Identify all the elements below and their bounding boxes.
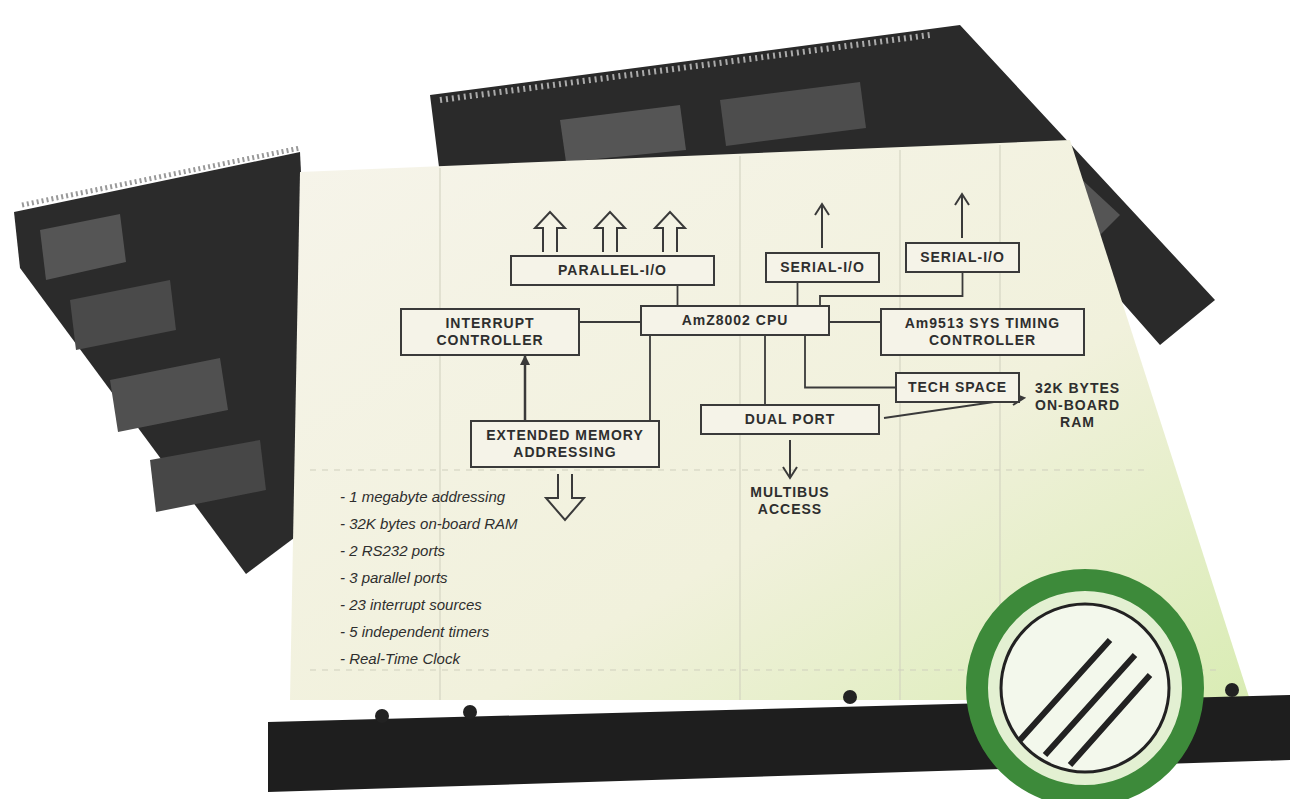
spec-item: - Real-Time Clock bbox=[340, 650, 460, 668]
block-box: SERIAL-I/O bbox=[765, 252, 880, 283]
note-label: MULTIBUS ACCESS bbox=[725, 484, 855, 518]
note-label: 32K BYTES ON-BOARD RAM bbox=[1030, 380, 1125, 431]
box-label: Am9513 SYS TIMING CONTROLLER bbox=[888, 315, 1077, 349]
bus-line bbox=[797, 283, 799, 305]
block-box: SERIAL-I/O bbox=[905, 242, 1020, 273]
bus-line bbox=[830, 321, 880, 323]
block-box: Am9513 SYS TIMING CONTROLLER bbox=[880, 308, 1085, 356]
bus-line bbox=[649, 336, 651, 420]
box-label: SERIAL-I/O bbox=[773, 259, 872, 276]
box-label: AmZ8002 CPU bbox=[648, 312, 822, 329]
bus-line bbox=[524, 356, 527, 420]
box-label: SERIAL-I/O bbox=[913, 249, 1012, 266]
block-box: AmZ8002 CPU bbox=[640, 305, 830, 336]
io-arrows bbox=[535, 194, 1024, 520]
seal-emblem bbox=[977, 580, 1193, 796]
spec-item: - 2 RS232 ports bbox=[340, 542, 445, 560]
block-box: EXTENDED MEMORY ADDRESSING bbox=[470, 420, 660, 468]
box-label: INTERRUPT CONTROLLER bbox=[408, 315, 572, 349]
box-label: TECH SPACE bbox=[903, 379, 1012, 396]
box-label: PARALLEL-I/O bbox=[518, 262, 707, 279]
bus-line bbox=[580, 321, 640, 323]
spec-item: - 5 independent timers bbox=[340, 623, 489, 641]
bus-line bbox=[764, 336, 766, 404]
spec-item: - 3 parallel ports bbox=[340, 569, 448, 587]
box-label: DUAL PORT bbox=[708, 411, 872, 428]
block-box: INTERRUPT CONTROLLER bbox=[400, 308, 580, 356]
spec-item: - 23 interrupt sources bbox=[340, 596, 482, 614]
bus-line bbox=[677, 286, 679, 305]
box-label: EXTENDED MEMORY ADDRESSING bbox=[478, 427, 652, 461]
block-box: DUAL PORT bbox=[700, 404, 880, 435]
block-box: TECH SPACE bbox=[895, 372, 1020, 403]
circuit-board bbox=[14, 148, 318, 574]
spec-item: - 1 megabyte addressing bbox=[340, 488, 505, 506]
spec-item: - 32K bytes on-board RAM bbox=[340, 515, 518, 533]
block-box: PARALLEL-I/O bbox=[510, 255, 715, 286]
